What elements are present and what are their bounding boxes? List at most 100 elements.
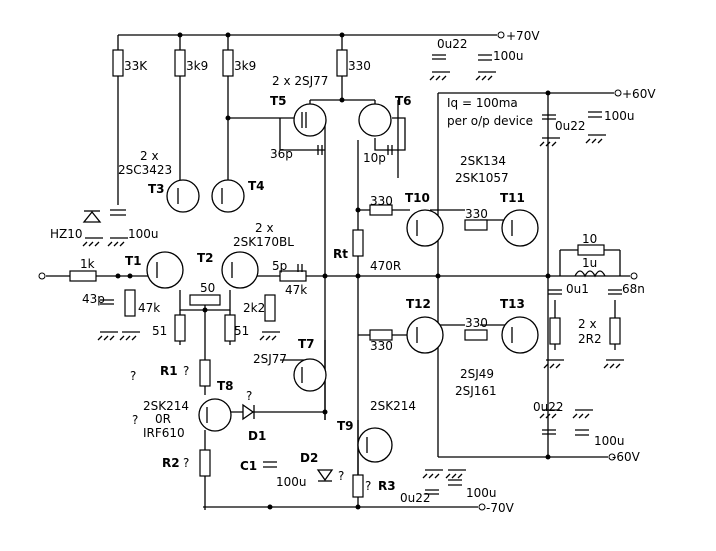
label-cap-top-2: 100u xyxy=(493,49,524,63)
junction xyxy=(355,273,361,279)
label-iq: Iq = 100ma xyxy=(447,96,518,110)
junction xyxy=(339,97,345,103)
junction xyxy=(115,273,121,279)
capacitor xyxy=(263,461,277,468)
label-q-r3: ? xyxy=(365,479,371,493)
capacitor xyxy=(110,209,126,216)
zener-diode xyxy=(82,210,102,223)
potentiometer xyxy=(189,294,221,306)
label-minus70v: -70V xyxy=(486,501,515,515)
resistor xyxy=(464,329,488,341)
transistor-t11 xyxy=(501,209,539,247)
label-cap-pos60-2: 100u xyxy=(604,109,635,123)
label-d1: D1 xyxy=(248,429,266,443)
transistor-t5 xyxy=(293,103,327,137)
label-r51-b: 51 xyxy=(234,324,249,338)
resistor xyxy=(352,474,364,498)
junction xyxy=(267,504,273,510)
transistor-t7 xyxy=(293,358,327,392)
capacitor xyxy=(317,145,323,155)
ground-icon xyxy=(475,71,496,81)
transistor-t3 xyxy=(166,179,200,213)
capacitor xyxy=(542,114,556,120)
ground-icon xyxy=(585,134,606,144)
label-r10: 10 xyxy=(582,232,597,246)
resistor xyxy=(464,219,488,231)
capacitor xyxy=(608,289,622,295)
ground-icon xyxy=(543,359,564,369)
label-r3k9-b: 3k9 xyxy=(234,59,256,73)
label-t5: T5 xyxy=(270,94,287,108)
capacitor xyxy=(387,145,393,155)
ground-icon xyxy=(82,237,103,247)
capacitor xyxy=(425,489,439,495)
resistor xyxy=(369,329,393,341)
ground-icon xyxy=(97,331,118,341)
label-plus60v: +60V xyxy=(622,87,656,101)
capacitor xyxy=(100,299,114,305)
label-t6: T6 xyxy=(395,94,412,108)
label-2r2: 2R2 xyxy=(578,332,602,346)
label-r1: R1 xyxy=(160,364,178,378)
transistor-t10 xyxy=(406,209,444,247)
junction xyxy=(545,90,551,96)
label-r3: R3 xyxy=(378,479,396,493)
zener-diode xyxy=(316,469,334,482)
label-cap-neg60-2: 100u xyxy=(594,434,625,448)
label-cap-neg70-2: 100u xyxy=(466,486,497,500)
label-t8-type-1: 2SK214 xyxy=(143,399,189,413)
label-r330-t11: 330 xyxy=(465,207,488,221)
capacitor xyxy=(548,289,562,295)
label-t12: T12 xyxy=(406,297,431,311)
label-d2: D2 xyxy=(300,451,318,465)
capacitor xyxy=(448,479,462,486)
junction xyxy=(225,115,231,121)
label-t11: T11 xyxy=(500,191,525,205)
ground-icon xyxy=(107,237,128,247)
label-t2: T2 xyxy=(197,251,214,265)
label-t8: T8 xyxy=(217,379,234,393)
resistor xyxy=(222,49,234,77)
ground-icon xyxy=(445,469,466,479)
label-hz10: HZ10 xyxy=(50,227,83,241)
resistors xyxy=(69,49,621,498)
junction xyxy=(545,454,551,460)
label-pch-1: 2SJ49 xyxy=(460,367,494,381)
label-c100u-left: 100u xyxy=(128,227,159,241)
resistor xyxy=(124,289,136,317)
label-t1t2-type: 2SK170BL xyxy=(233,235,294,249)
capacitor xyxy=(575,429,589,436)
label-t9-type: 2SK214 xyxy=(370,399,416,413)
label-t4: T4 xyxy=(248,179,265,193)
label-l1u: 1u xyxy=(582,256,597,270)
label-minus60v: -60V xyxy=(612,450,641,464)
label-2x-b: 2 x xyxy=(255,221,274,235)
label-t7-type: 2SJ77 xyxy=(253,352,287,366)
label-t3: T3 xyxy=(148,182,165,196)
ground-icon xyxy=(119,331,140,341)
capacitor xyxy=(297,264,303,272)
label-r2: R2 xyxy=(162,456,180,470)
ground-icon xyxy=(539,409,560,419)
resistor xyxy=(336,49,348,77)
label-r2k2: 2k2 xyxy=(243,301,265,315)
diode xyxy=(242,403,255,421)
label-t8-type-2: 0R xyxy=(155,412,171,426)
label-t9: T9 xyxy=(337,419,354,433)
label-cap-top-1: 0u22 xyxy=(437,37,468,51)
label-t8-type-3: IRF610 xyxy=(143,426,185,440)
label-c43p: 43p xyxy=(82,292,105,306)
junction xyxy=(339,32,345,38)
label-t5t6-type: 2 x 2SJ77 xyxy=(272,74,328,88)
resistor xyxy=(279,270,307,282)
ground-icon xyxy=(572,409,593,419)
label-r330-t12: 330 xyxy=(370,339,393,353)
label-c1: C1 xyxy=(240,459,257,473)
label-q-extra: ? xyxy=(130,369,136,383)
label-r330-t10: 330 xyxy=(370,194,393,208)
junction xyxy=(322,273,328,279)
transistor-t1 xyxy=(146,251,184,289)
resistor xyxy=(369,204,393,216)
